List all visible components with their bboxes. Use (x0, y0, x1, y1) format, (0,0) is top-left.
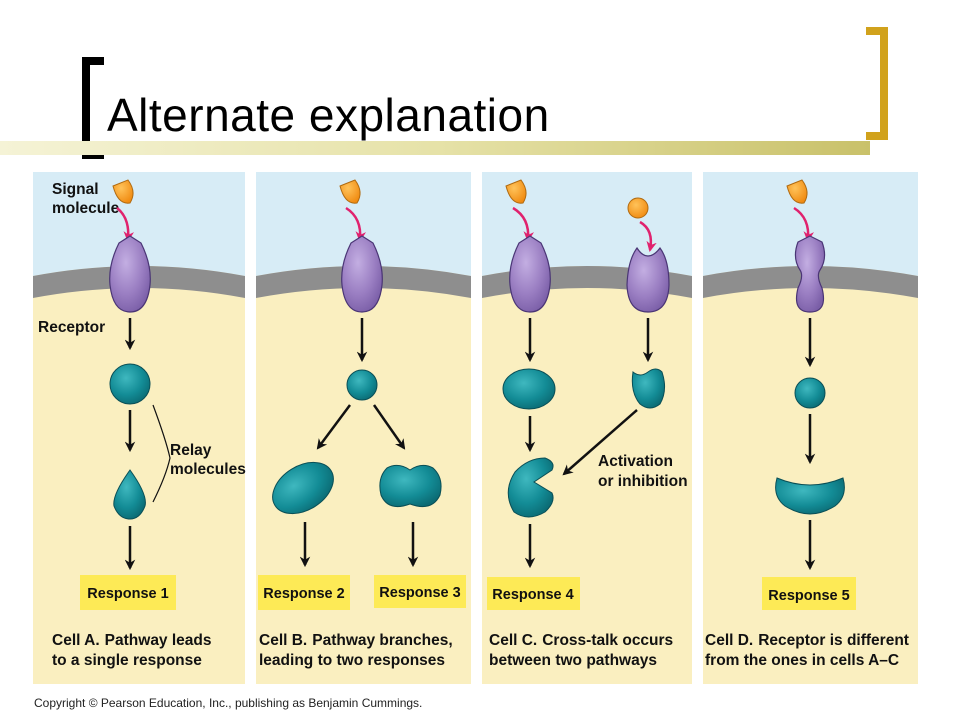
pathway-arrow (316, 404, 352, 450)
signal-molecule (505, 179, 527, 204)
extracellular-bg (256, 172, 471, 276)
response-box-1 (80, 575, 176, 610)
relay-bracket-lines (152, 404, 171, 503)
slide-title: Alternate explanation (107, 89, 550, 141)
receptor (509, 235, 551, 313)
signal-molecule (339, 179, 361, 204)
receptor-second (626, 246, 670, 313)
relay-molecule-2 (272, 461, 334, 515)
receptor (109, 235, 151, 313)
receptor-label: Receptor (38, 319, 105, 336)
relay-molecule-2 (113, 469, 146, 520)
copyright-notice: Copyright © Pearson Education, Inc., pub… (34, 696, 423, 710)
response-label: Response 2 (263, 586, 344, 602)
signal-molecule (112, 179, 134, 204)
receptor (341, 235, 383, 313)
signal-binding-arrow (116, 207, 134, 243)
response-label: Response 1 (87, 586, 168, 602)
panel-caption: Cell B.Pathway branches,leading to two r… (259, 632, 453, 669)
signal-molecule-round (627, 197, 649, 219)
pathway-arrow (372, 404, 406, 450)
extracellular-bg (703, 172, 918, 276)
response-box-5 (762, 577, 856, 610)
title-bracket-right (866, 27, 888, 140)
response-label: Response 5 (768, 588, 849, 604)
relay-molecule-1 (346, 369, 378, 401)
signal-molecule (786, 179, 808, 204)
extracellular-bg (33, 172, 245, 276)
relay-molecule-3 (379, 464, 442, 507)
signal-binding-arrow (639, 220, 657, 253)
title-bracket-left (82, 57, 104, 159)
relay-molecule-2 (507, 457, 554, 518)
title-underline-bar (0, 141, 870, 155)
relay-molecule-2 (775, 477, 845, 515)
signal-binding-arrow (345, 206, 366, 243)
relay-molecule-1 (502, 368, 556, 410)
response-box-4 (487, 577, 580, 610)
panel-cell-b: Response 2 Response 3 Cell B.Pathway bra… (256, 172, 471, 684)
cross-talk-arrow (562, 409, 638, 476)
receptor-different (794, 235, 826, 313)
response-box-2 (258, 575, 350, 610)
response-label: Response 3 (379, 585, 460, 601)
signal-binding-arrow (512, 206, 534, 243)
relay-molecule-1 (794, 377, 826, 409)
relay-molecule-1 (109, 363, 151, 405)
response-box-3 (374, 575, 466, 608)
response-label: Response 4 (492, 587, 573, 603)
relay-molecule-second-path (631, 368, 666, 409)
